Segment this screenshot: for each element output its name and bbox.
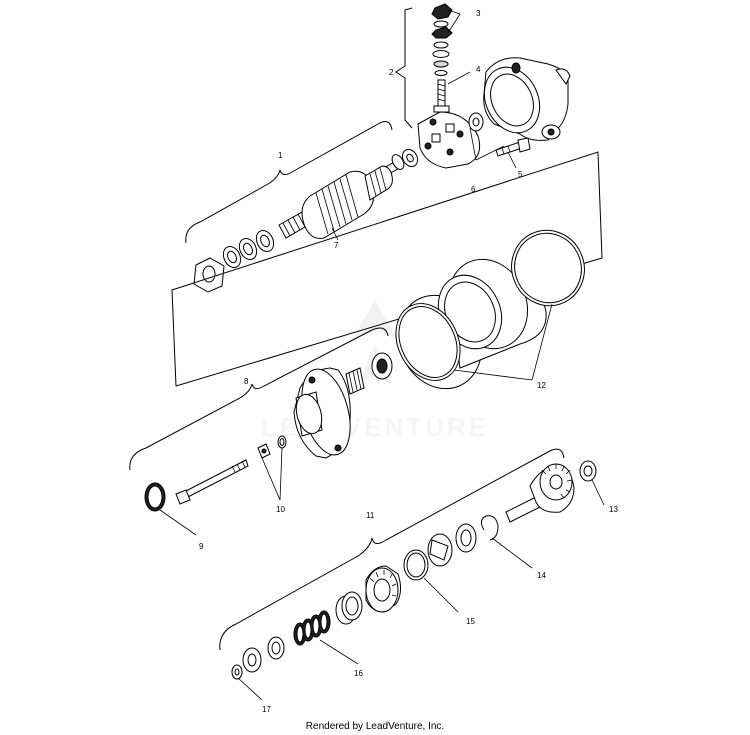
callout-11: 11 (366, 511, 375, 520)
o-ring-9 (144, 482, 166, 512)
retainer-plate (193, 257, 225, 293)
callout-9: 9 (199, 542, 204, 551)
through-bolt-short (495, 137, 531, 157)
group-11-brace (219, 448, 565, 651)
o-ring-large-rear (511, 229, 585, 307)
thrust-washer-13 (579, 460, 597, 482)
spring-washers (242, 636, 285, 673)
group-1-brace (185, 121, 393, 244)
callout-7: 7 (334, 241, 339, 250)
overrunning-clutch (365, 565, 402, 613)
bushing (468, 112, 484, 132)
terminal-bolt (433, 79, 450, 113)
end-cap-housing (483, 57, 571, 141)
through-bolt-long (175, 459, 249, 505)
leader-lines (159, 9, 605, 701)
callout-4: 4 (476, 65, 481, 74)
armature-washers-upper (391, 148, 419, 170)
callout-16: 16 (354, 669, 363, 678)
drive-end-housing (293, 367, 351, 459)
spring-16 (293, 610, 331, 646)
ring-15 (403, 549, 429, 581)
callout-14: 14 (537, 571, 546, 580)
callout-13: 13 (609, 505, 618, 514)
callout-12: 12 (537, 381, 546, 390)
callout-8: 8 (244, 377, 249, 386)
o-ring-large-front (395, 303, 461, 381)
callout-1: 1 (278, 151, 283, 160)
armature-assembly (278, 159, 402, 239)
clutch-sleeve (335, 591, 363, 625)
callout-10: 10 (276, 505, 285, 514)
bolt-washer (257, 443, 271, 459)
callout-2: 2 (389, 68, 394, 77)
group-2-brace (395, 7, 413, 129)
brush-plate (417, 111, 481, 169)
armature-washers-lower (222, 229, 275, 269)
callout-5: 5 (518, 170, 523, 179)
footer-credit: Rendered by LeadVenture, Inc. (306, 721, 444, 732)
pinion-gear-shaft (505, 463, 575, 523)
nut-washer-stack (431, 3, 453, 76)
callout-6: 6 (471, 185, 476, 194)
snap-ring-14 (480, 515, 499, 541)
snap-ring-17 (231, 664, 243, 680)
bolt-o-ring (277, 435, 287, 449)
stator-outline (171, 151, 603, 387)
callout-3: 3 (476, 9, 481, 18)
oil-seal (371, 352, 393, 380)
clutch-washers (427, 523, 477, 567)
needle-bearing (345, 367, 365, 395)
callout-17: 17 (262, 705, 271, 714)
callout-labels: 1 2 3 4 5 6 7 8 9 10 11 12 13 14 15 16 1… (199, 9, 618, 714)
callout-15: 15 (466, 617, 475, 626)
group-8-brace (129, 327, 389, 471)
